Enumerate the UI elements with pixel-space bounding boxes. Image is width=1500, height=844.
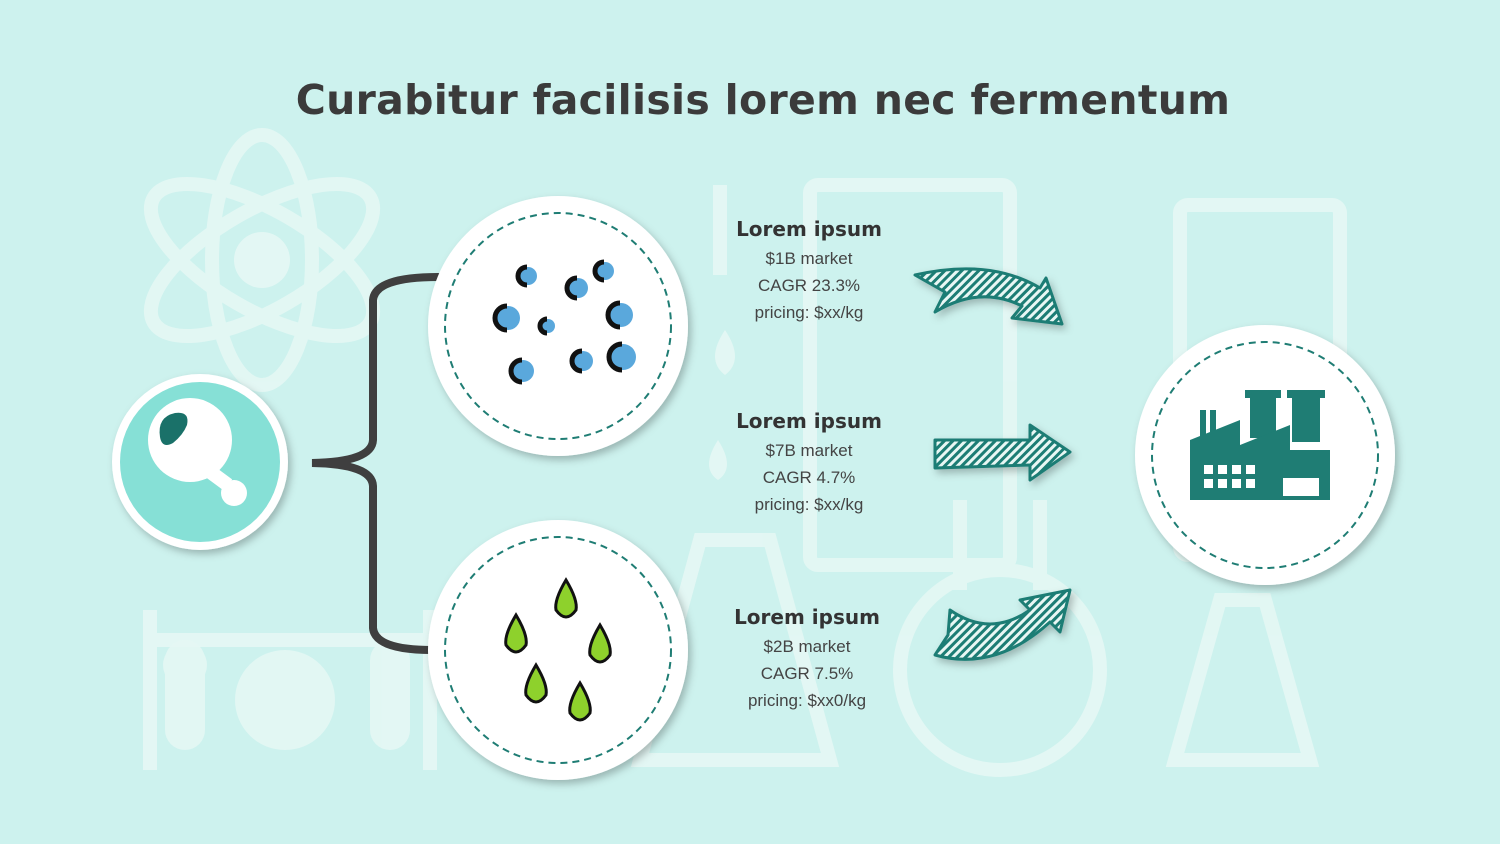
- particle-outline: [537, 316, 548, 336]
- particle: [496, 306, 520, 330]
- segment-info-2: Lorem ipsum $7B market CAGR 4.7% pricing…: [689, 409, 929, 518]
- green-droplets-circle: [428, 520, 688, 780]
- segment-market: $2B market: [763, 637, 851, 656]
- droplet: [568, 680, 592, 722]
- arrow-top: [913, 267, 1064, 326]
- particle: [596, 262, 614, 280]
- segment-heading: Lorem ipsum: [736, 409, 882, 433]
- segment-cagr: CAGR 23.3%: [757, 276, 861, 295]
- particle: [573, 351, 593, 371]
- blue-particles-icon: [492, 259, 636, 385]
- particle: [512, 360, 534, 382]
- factory-icon: [1190, 390, 1330, 500]
- segment-cagr: CAGR 7.5%: [760, 664, 854, 683]
- segment-info-1: Lorem ipsum $1B market CAGR 23.3% pricin…: [689, 217, 929, 326]
- arrow-bottom: [933, 588, 1072, 661]
- particle-outline: [515, 264, 528, 288]
- droplet: [524, 662, 548, 704]
- particle-outline: [564, 275, 578, 301]
- segment-market: $1B market: [765, 249, 853, 268]
- particle-outline: [605, 300, 621, 330]
- droplet: [504, 612, 528, 654]
- particle: [610, 344, 636, 370]
- segment-market: $7B market: [765, 441, 853, 460]
- particle-outline: [508, 357, 523, 385]
- droplet: [554, 577, 578, 619]
- arrow-middle: [933, 423, 1072, 482]
- segment-heading: Lorem ipsum: [734, 605, 880, 629]
- bracket: [311, 273, 442, 654]
- particle: [609, 303, 633, 327]
- blue-particles-circle: [428, 196, 688, 456]
- segment-pricing: pricing: $xx0/kg: [747, 691, 867, 710]
- segment-heading: Lorem ipsum: [736, 217, 882, 241]
- particle: [519, 267, 537, 285]
- particle-outline: [592, 259, 605, 283]
- segment-info-3: Lorem ipsum $2B market CAGR 7.5% pricing…: [687, 605, 927, 714]
- segment-pricing: pricing: $xx/kg: [754, 303, 864, 322]
- segment-cagr: CAGR 4.7%: [762, 468, 856, 487]
- particle-outline: [569, 348, 583, 374]
- particle-outline: [492, 303, 508, 333]
- particle-outline: [606, 341, 623, 373]
- segment-pricing: pricing: $xx/kg: [754, 495, 864, 514]
- page-title: Curabitur facilisis lorem nec fermentum: [295, 76, 1231, 124]
- cell-icon: [148, 398, 247, 506]
- green-droplets-icon: [504, 577, 612, 722]
- particle: [568, 278, 588, 298]
- particle: [541, 319, 555, 333]
- droplet: [588, 622, 612, 664]
